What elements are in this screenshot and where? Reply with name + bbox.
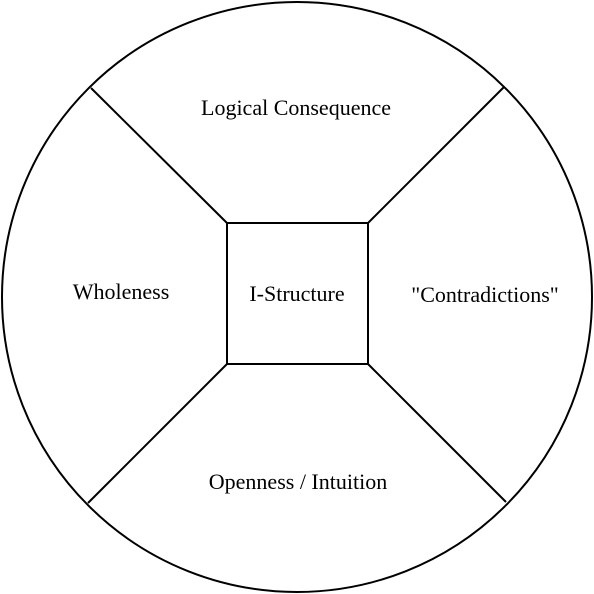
top-section-label: Logical Consequence	[201, 95, 391, 120]
right-section-label: "Contradictions"	[411, 282, 559, 307]
divider-top-left	[90, 87, 228, 224]
divider-bottom-left	[87, 363, 228, 504]
divider-bottom-right	[367, 363, 507, 503]
center-label: I-Structure	[249, 281, 344, 306]
center-square	[226, 222, 369, 365]
bottom-section-label: Openness / Intuition	[209, 469, 387, 494]
divider-top-right	[367, 86, 505, 224]
left-section-label: Wholeness	[73, 279, 170, 304]
